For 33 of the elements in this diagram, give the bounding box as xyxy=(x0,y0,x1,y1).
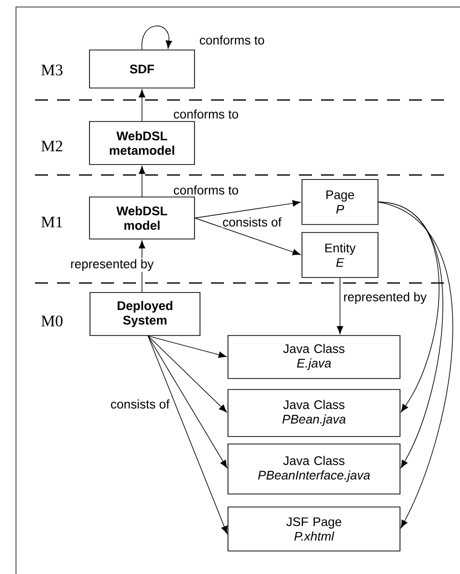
arrow xyxy=(138,166,146,197)
arrow xyxy=(148,336,228,468)
arrow xyxy=(138,89,146,122)
edge-label: represented by xyxy=(342,291,428,305)
level-label: M3 xyxy=(41,64,62,76)
arrow xyxy=(336,278,344,334)
model-box: WebDSL metamodel xyxy=(89,121,195,165)
artifact-box: Java Class E.java xyxy=(228,335,400,379)
arrow xyxy=(148,336,227,412)
model-box: SDF xyxy=(89,50,195,88)
edge-label: conforms to xyxy=(172,108,240,120)
artifact-box: JSF Page P.xhtml xyxy=(228,506,400,552)
model-box: Deployed System xyxy=(90,292,200,336)
level-label: M2 xyxy=(41,140,62,152)
artifact-box: Java Class PBeanInterface.java xyxy=(228,444,400,494)
arrow xyxy=(194,200,301,218)
arrow xyxy=(194,218,301,256)
edge-label: consists of xyxy=(221,216,283,228)
artifact-box: Page P xyxy=(302,179,378,225)
arrow xyxy=(142,26,172,50)
edge-label: represented by xyxy=(69,258,155,272)
model-box: WebDSL model xyxy=(89,196,195,240)
edge-label: consists of xyxy=(109,398,171,410)
artifact-box: Entity E xyxy=(302,232,378,278)
artifact-box: Java Class PBean.java xyxy=(228,389,400,437)
edge-label: conforms to xyxy=(198,34,266,46)
edge-label: conforms to xyxy=(172,184,240,196)
arrow xyxy=(378,202,444,468)
arrow xyxy=(378,202,454,528)
level-label: M1 xyxy=(41,216,62,228)
arrow xyxy=(148,336,228,534)
level-label: M0 xyxy=(41,316,62,326)
arrow xyxy=(148,336,227,358)
